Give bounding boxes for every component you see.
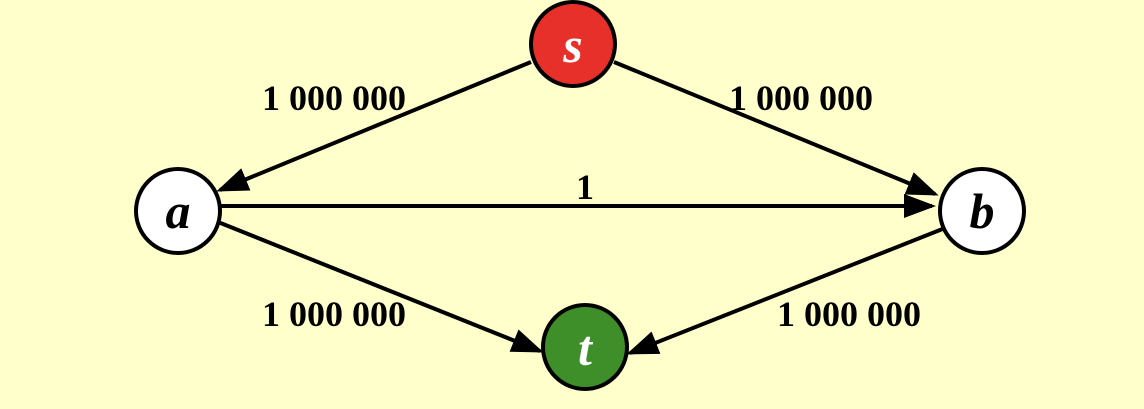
edge-s-b [613,60,939,196]
node-b-label: b [970,183,995,239]
node-s-label: s [562,17,582,73]
edge-weight-s-a: 1 000 000 [262,78,406,118]
edge-weight-b-t: 1 000 000 [777,294,921,334]
edge-a-t [217,220,544,353]
node-b: b [938,167,1026,255]
edge-weight-a-b: 1 [576,167,594,207]
edge-weight-s-b: 1 000 000 [729,78,873,118]
edge-b-t [626,226,946,355]
node-s: s [529,0,617,88]
node-t: t [541,303,629,391]
edge-weight-a-t: 1 000 000 [262,294,406,334]
node-a-label: a [166,183,191,239]
edge-s-a [216,60,532,192]
node-a: a [134,167,222,255]
node-t-label: t [578,320,594,376]
